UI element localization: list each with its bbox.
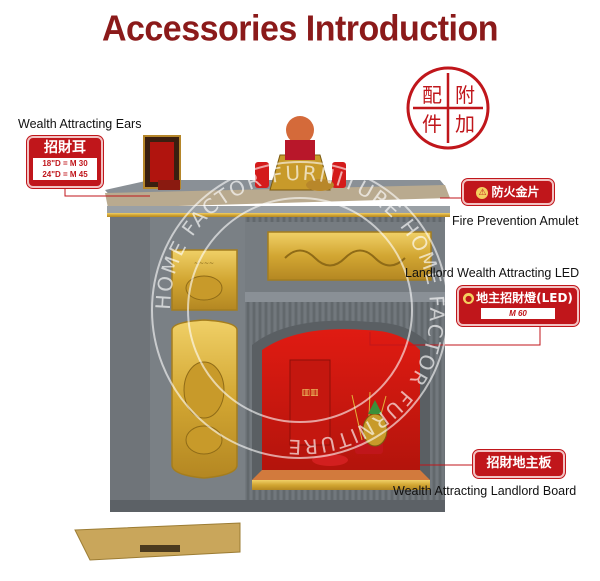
led-label: Landlord Wealth Attracting LED — [405, 266, 580, 280]
ears-size-24: 24"D = M 45 — [42, 170, 88, 179]
svg-text:▥▥: ▥▥ — [301, 388, 318, 398]
led-tag: ●地主招財燈(LED) M 60 — [457, 286, 579, 326]
amulet-label: Fire Prevention Amulet — [452, 214, 579, 228]
page-title: Accessories Introduction — [101, 9, 499, 49]
amulet-tag-text: 防火金片 — [491, 185, 540, 199]
board-tag: 招財地主板 — [473, 450, 565, 478]
gold-tray — [74, 522, 241, 561]
board-label: Wealth Attracting Landlord Board — [393, 484, 577, 498]
seal-char-1: 配 — [422, 83, 442, 107]
ears-size-18: 18"D = M 30 — [42, 159, 88, 168]
ears-tag-title: 招財耳 — [44, 140, 86, 156]
seal-char-2: 附 — [455, 83, 475, 107]
seal-char-4: 加 — [455, 112, 475, 136]
seal-char-3: 件 — [422, 112, 442, 136]
amulet-tag: ⚠防火金片 — [462, 179, 554, 205]
ears-label: Wealth Attracting Ears — [18, 117, 142, 131]
landlord-board — [252, 480, 430, 490]
warning-icon: ⚠ — [476, 186, 489, 199]
seal-stamp: 配 附 件 加 — [405, 65, 491, 151]
led-tag-text: 地主招財燈(LED) — [476, 291, 573, 305]
svg-text:~~~~: ~~~~ — [194, 260, 214, 267]
ears-tag: 招財耳 18"D = M 30 24"D = M 45 — [27, 136, 103, 188]
bulb-icon: ● — [463, 293, 475, 304]
led-price: M 60 — [481, 308, 555, 319]
red-niche — [262, 329, 420, 470]
